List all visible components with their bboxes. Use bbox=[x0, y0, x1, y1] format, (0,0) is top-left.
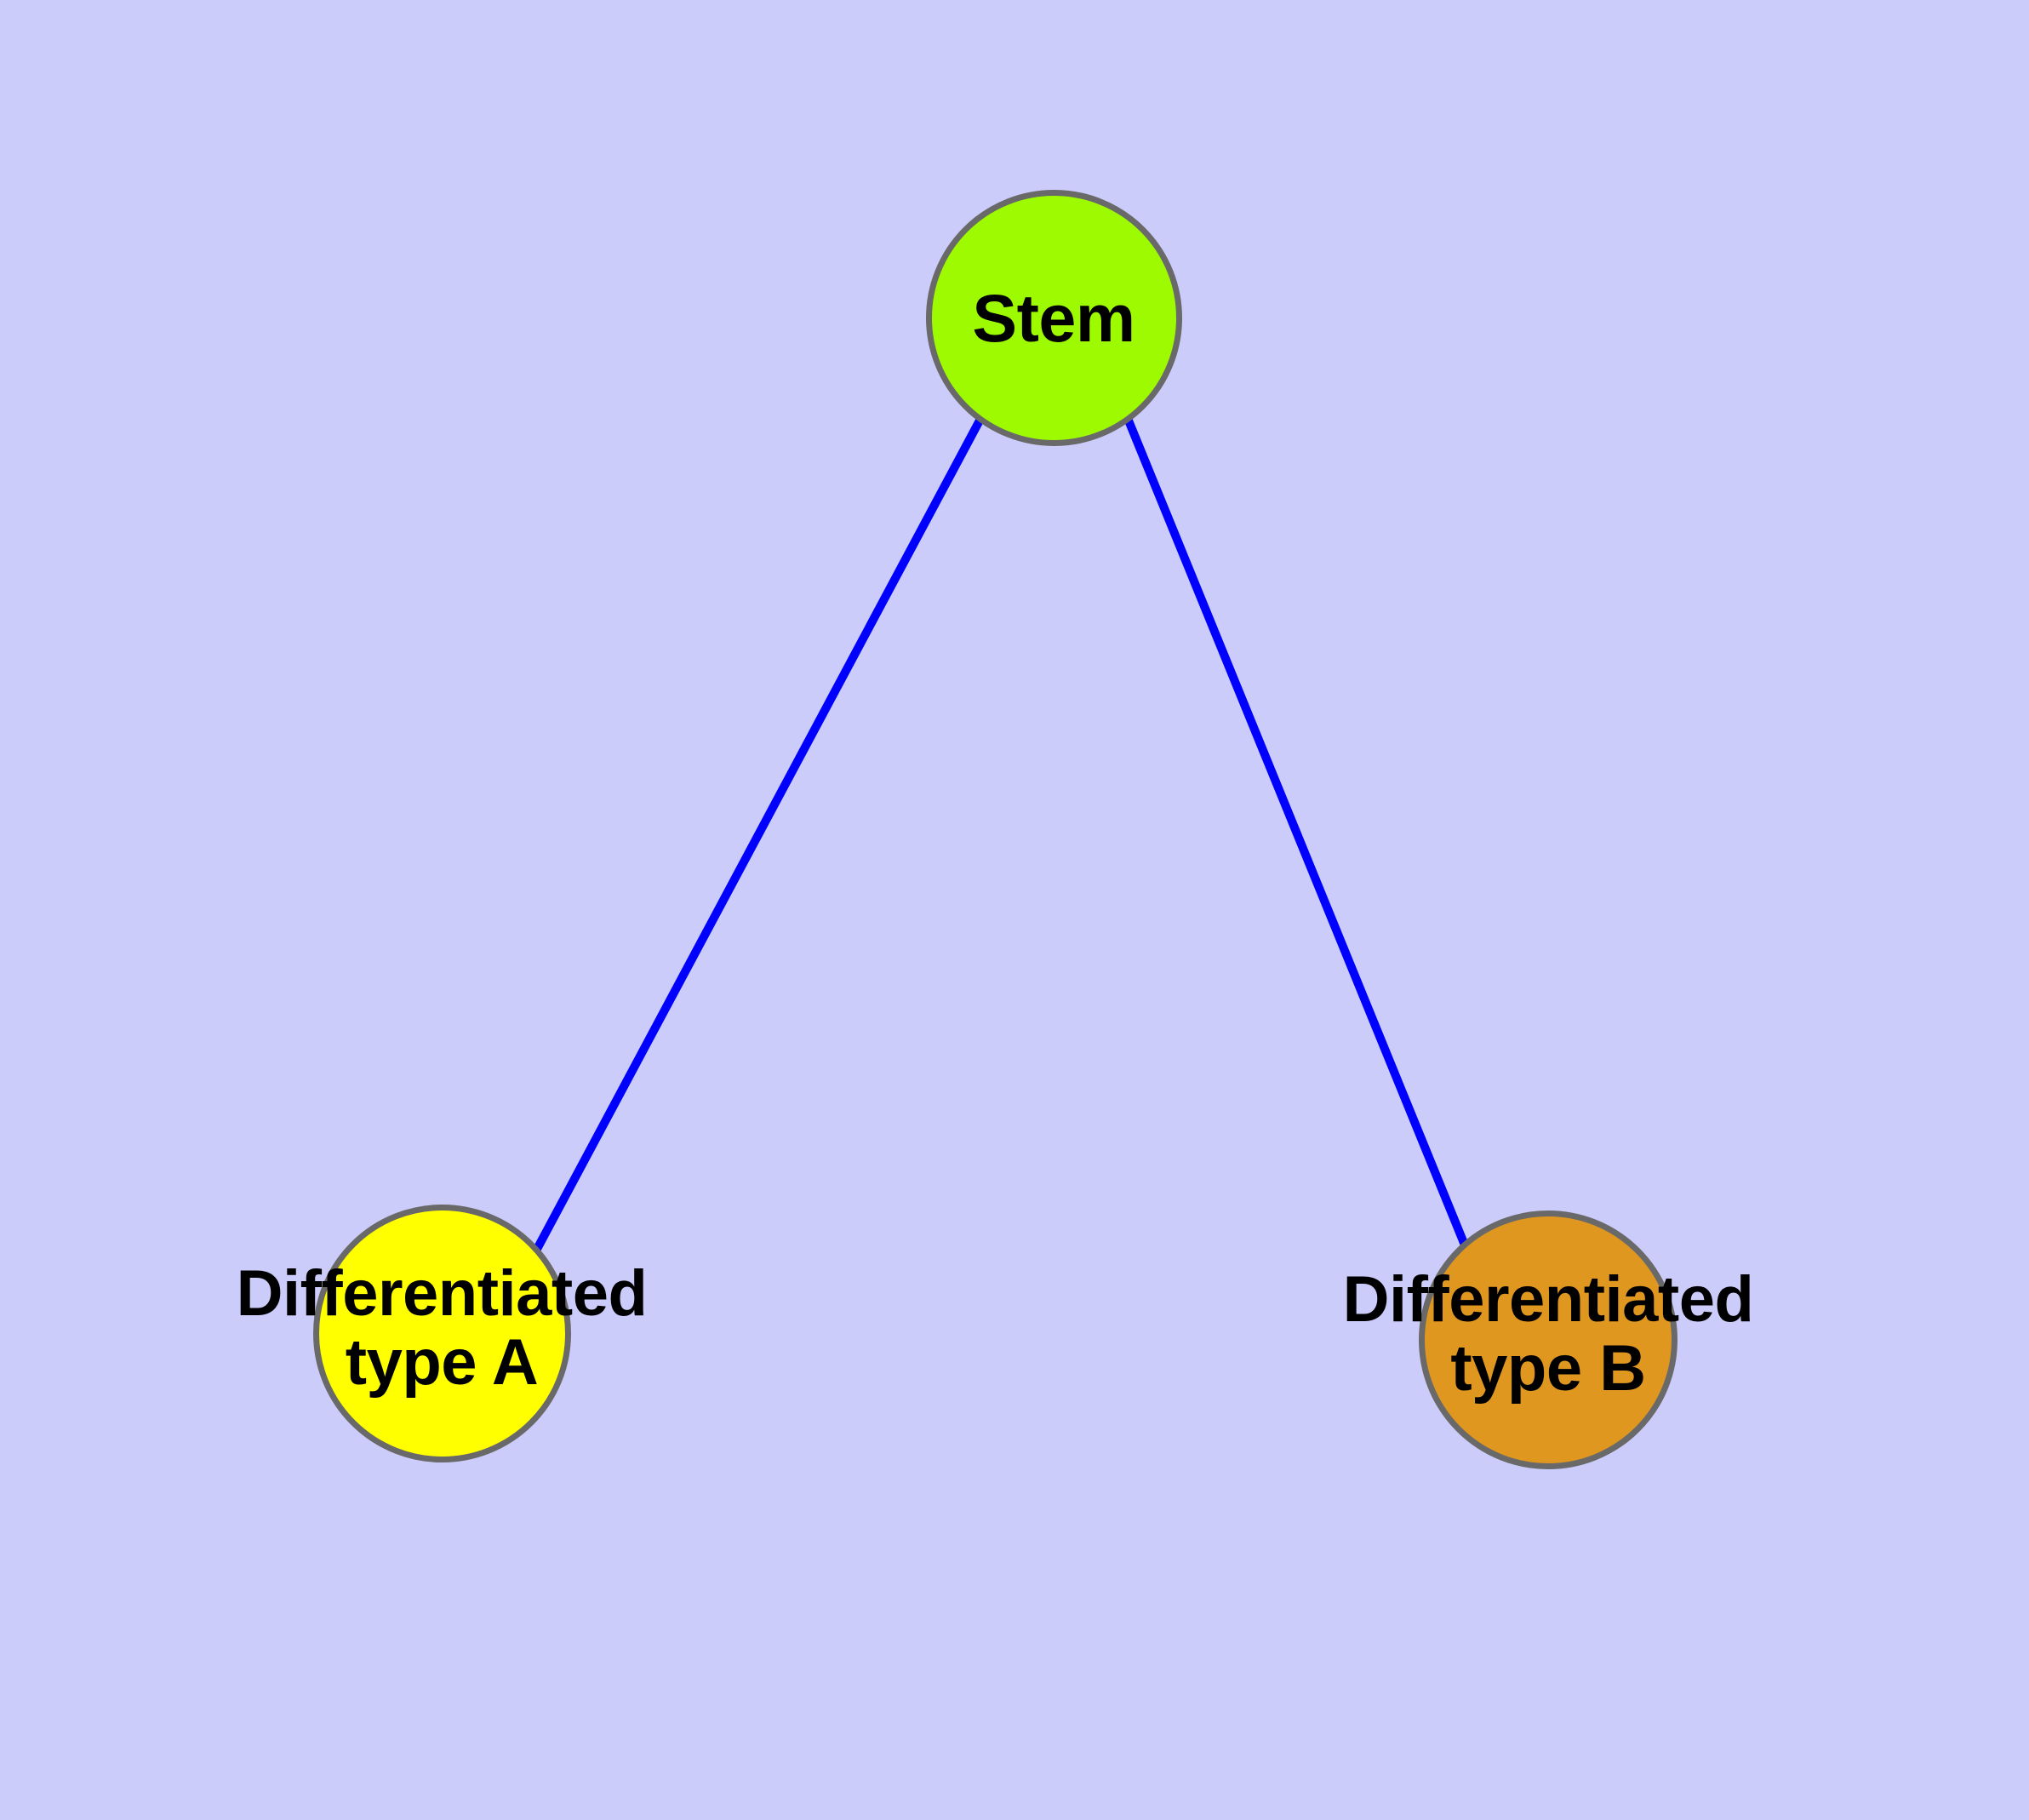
node-differentiated-type-b[interactable] bbox=[1419, 1210, 1677, 1469]
node-differentiated-type-a[interactable] bbox=[313, 1205, 571, 1462]
edge-stem-to-differentiated-type-a[interactable] bbox=[531, 418, 984, 1255]
node-stem[interactable] bbox=[926, 190, 1182, 446]
edge-stem-to-differentiated-type-b[interactable] bbox=[1124, 419, 1472, 1253]
